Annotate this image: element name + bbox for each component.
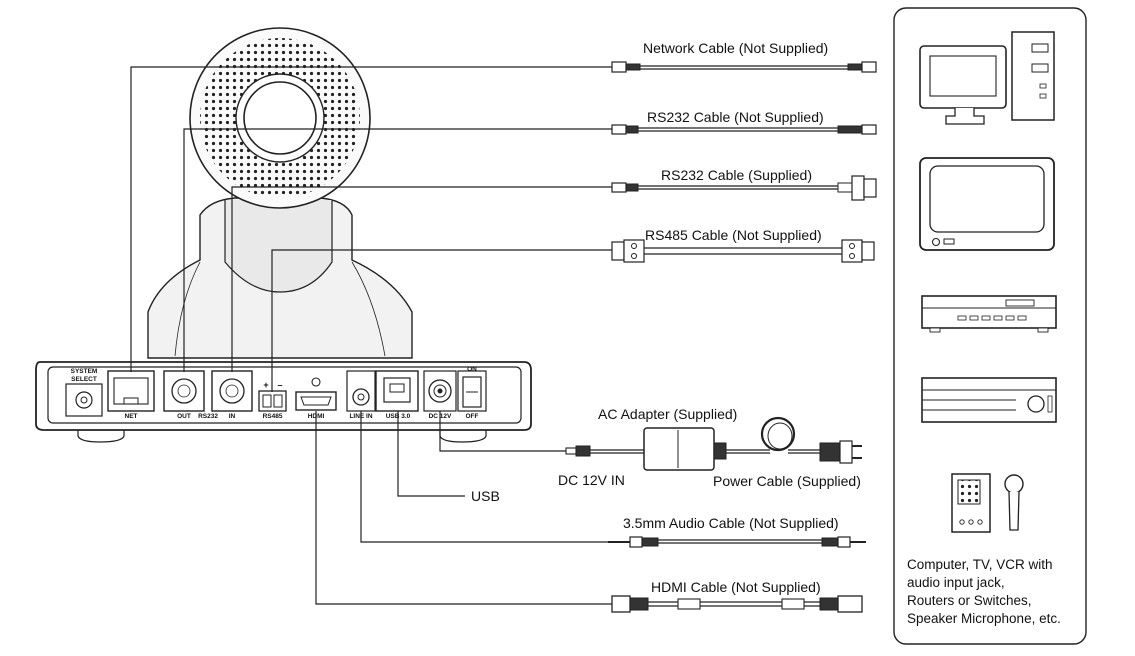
line-in-port-label: LINE IN [349,413,373,420]
speaker-microphone-icon [951,473,1024,533]
rs232-cable-not-supplied-label: RS232 Cable (Not Supplied) [647,109,824,125]
switch-off-label: OFF [465,413,479,420]
devices-caption-line: Routers or Switches, [907,593,1032,608]
system-select-label-2: SELECT [71,376,97,383]
network-cable-label: Network Cable (Not Supplied) [643,40,829,56]
hdmi-cable-label: HDMI Cable (Not Supplied) [651,579,821,595]
connection-lines [130,66,612,605]
hdmi-port-label: HDMI [307,413,325,420]
devices-caption: Computer, TV, VCR with audio input jack,… [907,556,1061,628]
rs232-in-label: IN [228,413,236,420]
audio-cable-label: 3.5mm Audio Cable (Not Supplied) [623,515,839,531]
ac-adapter-label: AC Adapter (Supplied) [598,406,738,422]
dc12v-port-label: DC 12V [428,413,452,420]
audio-cable [608,536,866,548]
rs485-plus-label: + [263,380,269,390]
power-adapter-illustration [565,416,862,471]
rs485-cable-label: RS485 Cable (Not Supplied) [645,227,822,243]
dc-12v-in-label: DC 12V IN [558,472,625,488]
vcr-icon [921,295,1057,333]
usb-label: USB [471,488,500,504]
rs232-out-label: OUT [177,413,191,420]
net-port-label: NET [124,413,138,420]
network-cable [611,61,877,73]
tv-icon [919,157,1055,251]
hdmi-cable [611,595,863,613]
usb30-port-label: USB 3.0 [385,413,411,420]
router-icon [921,377,1057,423]
rs485-port-label: RS485 [262,413,283,420]
camera-illustration [35,27,532,443]
devices-caption-line: audio input jack, [907,575,1005,590]
rs232-cable-supplied [611,175,877,201]
rs485-minus-label: – [277,380,283,390]
system-select-label-1: SYSTEM [70,368,98,375]
devices-caption-line: Speaker Microphone, etc. [907,611,1061,626]
switch-on-label: ON [467,366,477,373]
computer-icon [919,31,1055,125]
rs232-cable-supplied-label: RS232 Cable (Supplied) [661,167,812,183]
rs232-cable-not-supplied [611,124,877,135]
power-cable-label: Power Cable (Supplied) [713,473,861,489]
devices-caption-line: Computer, TV, VCR with [907,557,1053,572]
rs232-label: RS232 [198,413,218,420]
rs485-cable [611,239,875,263]
